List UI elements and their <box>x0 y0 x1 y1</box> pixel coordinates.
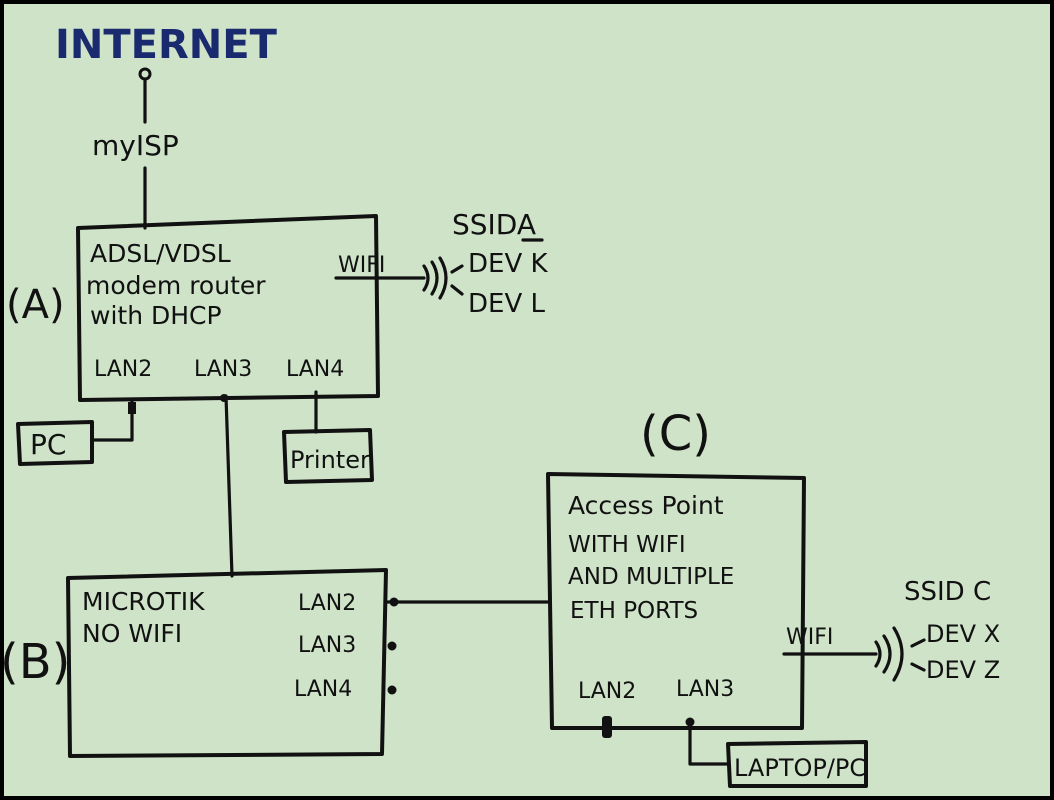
mikrotik-box <box>66 568 388 758</box>
mikrotik-port-lan3: LAN3 <box>298 633 356 658</box>
mikrotik-line-1: MICROTIK <box>82 587 205 616</box>
access-point-lan2-plug <box>602 716 612 738</box>
router-line-2: modem router <box>86 271 266 300</box>
isp-label: myISP <box>92 129 179 162</box>
access-point-line-3: AND MULTIPLE <box>568 564 734 590</box>
mikrotik-lan3-jack <box>387 641 397 651</box>
router-line-3: with DHCP <box>90 301 222 330</box>
router-line-1: ADSL/VDSL <box>90 239 231 268</box>
printer-label: Printer <box>290 446 370 474</box>
access-point-port-lan3: LAN3 <box>676 677 734 702</box>
access-point-tag: (C) <box>640 406 711 462</box>
pc-box <box>16 420 94 466</box>
mikrotik-line-2: NO WIFI <box>82 619 182 648</box>
access-point-ssid: SSID C <box>904 577 991 607</box>
mikrotik-tag: (B) <box>0 634 70 690</box>
router-port-lan4: LAN4 <box>286 357 344 382</box>
access-point-line-1: Access Point <box>568 491 724 520</box>
router-port-lan3: LAN3 <box>194 357 252 382</box>
access-point-line-2: WITH WIFI <box>568 532 686 558</box>
access-point-device-x: DEV X <box>926 620 1000 648</box>
router-device-l: DEV L <box>468 289 545 319</box>
router-to-mikrotik-link <box>224 394 234 578</box>
access-point-wifi-branch <box>910 638 926 672</box>
access-point-box <box>546 472 806 730</box>
access-point-line-4: ETH PORTS <box>570 598 698 624</box>
internet-label: INTERNET <box>55 22 278 68</box>
router-wifi-label: WIFI <box>338 253 385 278</box>
router-ssid: SSIDA <box>452 208 536 241</box>
mikrotik-port-lan2: LAN2 <box>298 591 356 616</box>
access-point-port-lan2: LAN2 <box>578 679 636 704</box>
laptop-label: LAPTOP/PC <box>734 754 866 782</box>
mikrotik-lan4-jack <box>387 685 397 695</box>
access-point-wifi-label: WIFI <box>786 625 833 650</box>
mikrotik-port-lan4: LAN4 <box>294 677 352 702</box>
pc-label: PC <box>30 428 66 461</box>
router-tag: (A) <box>6 282 65 328</box>
router-port-lan2: LAN2 <box>94 357 152 382</box>
access-point-wifi-signal-icon <box>874 626 904 682</box>
router-device-k: DEV K <box>468 249 548 279</box>
router-wifi-branch <box>450 264 464 296</box>
router-lan3-jack <box>220 394 228 402</box>
laptop-link <box>688 720 730 766</box>
router-wifi-signal-icon <box>422 256 448 300</box>
printer-box <box>282 428 374 484</box>
router-lan2-plug <box>128 402 136 414</box>
access-point-device-z: DEV Z <box>926 656 1000 684</box>
laptop-box <box>726 740 868 788</box>
router-box <box>76 214 380 402</box>
